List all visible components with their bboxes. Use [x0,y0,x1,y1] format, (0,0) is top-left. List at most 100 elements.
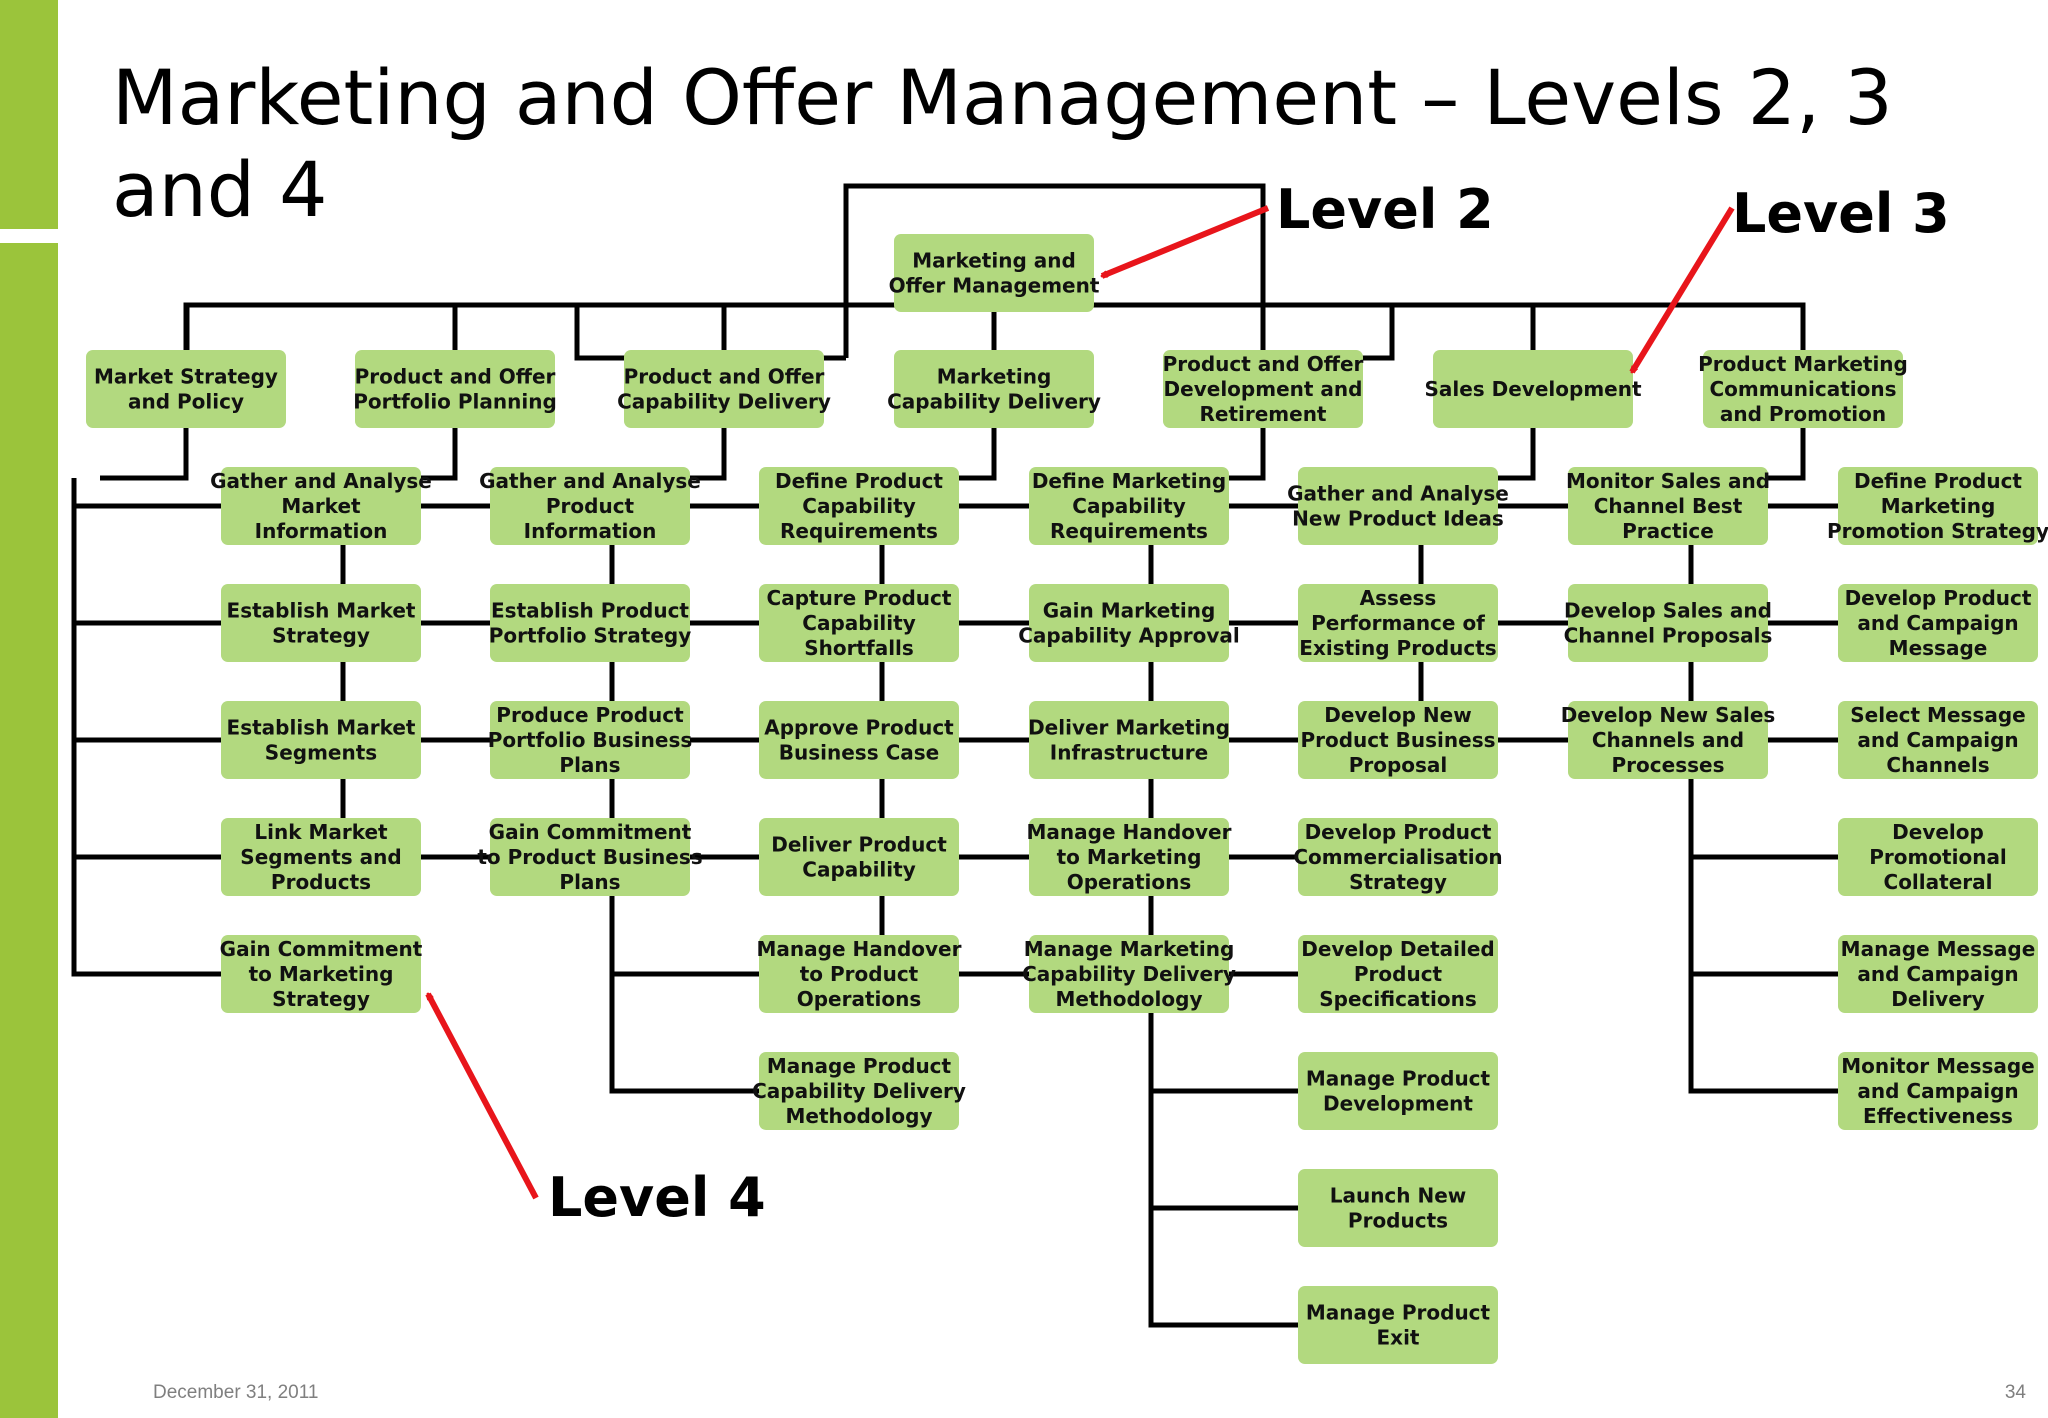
level3-box-7-rect [1703,350,1903,428]
level2-arrow [1102,205,1270,279]
level4-box-7-3-rect [1838,701,2038,779]
level4-box-5-5-rect [1298,935,1498,1013]
accent-bar-top [0,0,58,229]
level2-box-rect [894,234,1094,312]
level3-box-6-label: Sales Development [1424,377,1642,401]
level4-box-1-3-rect [221,701,421,779]
level3-box-5-rect [1163,350,1363,428]
level3-label: Level 3 [1732,182,1950,245]
level4-box-4-1-rect [1029,467,1229,545]
level4-label: Level 4 [548,1166,766,1229]
level3-box-1-rect [86,350,286,428]
level4-box-3-5-rect [759,935,959,1013]
level4-box-3-4-rect [759,818,959,896]
level4-box-5-4-rect [1298,818,1498,896]
level4-box-3-2-rect [759,584,959,662]
level4-box-1-5-rect [221,935,421,1013]
level3-box-4-rect [894,350,1094,428]
level4-box-6-1-rect [1568,467,1768,545]
level4-box-3-1-rect [759,467,959,545]
level4-box-1-4-rect [221,818,421,896]
level4-box-5-2-rect [1298,584,1498,662]
level3-box-2-rect [355,350,555,428]
level4-box-1-1-rect [221,467,421,545]
level4-box-7-6-rect [1838,1052,2038,1130]
page-number: 34 [2004,1382,2026,1403]
level4-box-7-4-rect [1838,818,2038,896]
l4-spine-1 [71,478,221,977]
l4-spine-3 [609,478,759,1094]
level4-box-5-7-rect [1298,1169,1498,1247]
level4-box-6-2-rect [1568,584,1768,662]
level3-box-6: Sales Development [1424,350,1642,428]
level4-box-2-1-rect [490,467,690,545]
level3-box-3-rect [624,350,824,428]
level4-box-5-8-rect [1298,1286,1498,1364]
level4-box-5-3-rect [1298,701,1498,779]
level4-box-6-3-rect [1568,701,1768,779]
level4-box-2-3-rect [490,701,690,779]
level4-box-3-6-rect [759,1052,959,1130]
level4-box-2-4-rect [490,818,690,896]
level4-box-7-2-rect [1838,584,2038,662]
